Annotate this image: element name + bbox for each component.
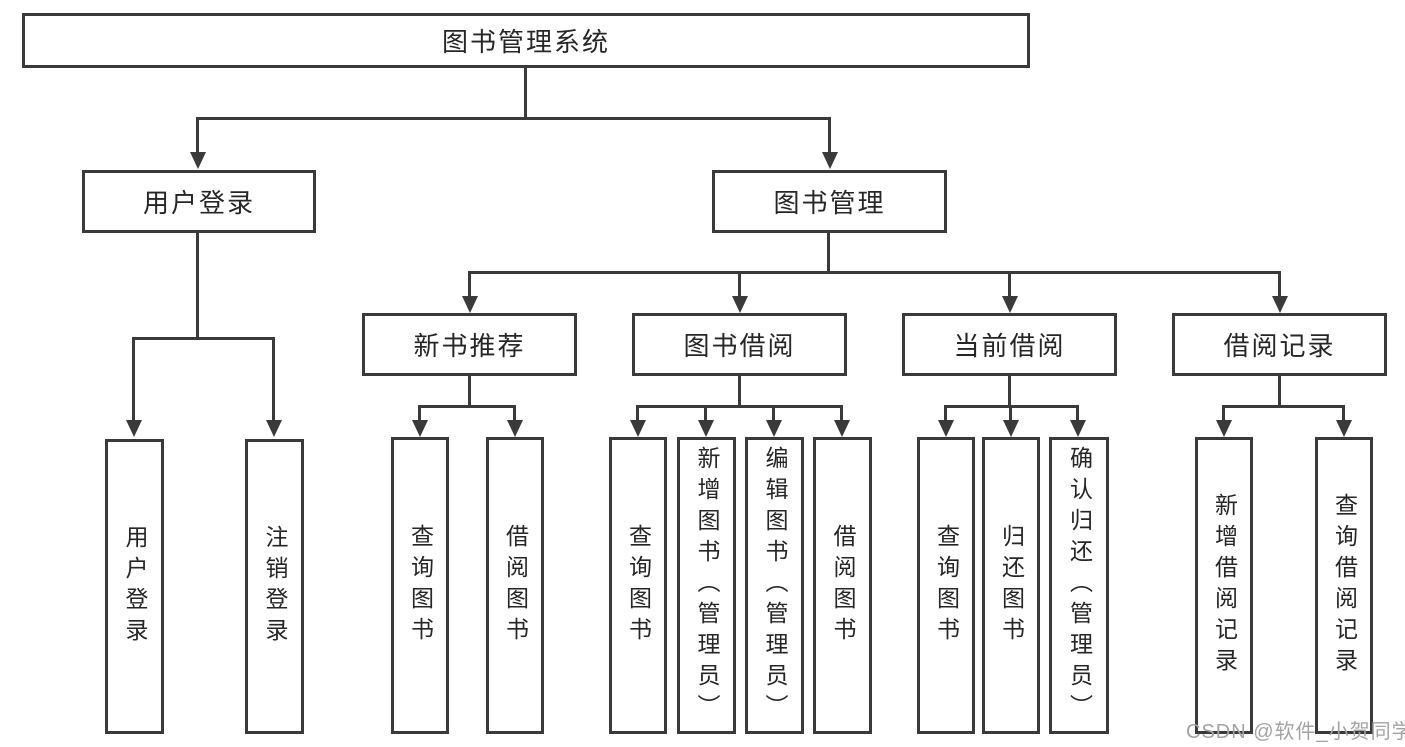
connector-drop-mgmt (828, 117, 831, 153)
arrowhead-group4 (1272, 296, 1288, 313)
leaf-borrow-books-recommend-label: 借阅图书 (502, 523, 529, 648)
connector-drop-g3l2 (1009, 405, 1012, 422)
connector-group4-stem (1278, 376, 1281, 406)
arrowhead-g1l2 (507, 420, 523, 437)
csdn-watermark: CSDN @软件_小贺同学 (1186, 721, 1405, 743)
leaf-user-login: 用户登录 (105, 439, 164, 734)
leaf-borrow-books-recommend: 借阅图书 (486, 437, 544, 734)
leaf-confirm-return-admin-label: 确认归还（管理员） (1066, 446, 1093, 725)
node-root: 图书管理系统 (22, 13, 1030, 68)
node-current-borrow-label: 当前借阅 (953, 331, 1066, 361)
leaf-borrow-books-label: 借阅图书 (830, 523, 856, 648)
node-current-borrow: 当前借阅 (902, 313, 1117, 376)
connector-drop-g2l3 (772, 405, 775, 422)
connector-drop-g1l1 (418, 405, 421, 422)
node-new-book-recommend: 新书推荐 (362, 313, 577, 376)
leaf-return-book-label: 归还图书 (998, 523, 1025, 648)
arrowhead-g3l3 (1070, 420, 1086, 437)
arrowhead-group2 (732, 296, 748, 313)
arrowhead-g3l1 (938, 420, 954, 437)
connector-group1-span (418, 405, 516, 408)
arrowhead-logout-leaf (266, 420, 282, 437)
leaf-borrow-books: 借阅图书 (813, 437, 872, 734)
leaf-add-borrow-record-label: 新增借阅记录 (1211, 492, 1238, 679)
arrowhead-g2l2 (698, 420, 714, 437)
node-borrow-records: 借阅记录 (1172, 313, 1387, 376)
node-book-borrow-label: 图书借阅 (683, 331, 796, 361)
arrowhead-g1l1 (412, 420, 428, 437)
connector-drop-group3 (1008, 271, 1011, 298)
connector-group2-stem (738, 376, 741, 406)
leaf-add-borrow-record: 新增借阅记录 (1195, 437, 1253, 734)
connector-user-span (132, 337, 275, 340)
node-book-borrow: 图书借阅 (632, 313, 847, 376)
connector-drop-g3l3 (1076, 405, 1079, 422)
connector-user-stem (196, 233, 199, 337)
leaf-confirm-return-admin: 确认归还（管理员） (1049, 437, 1109, 734)
arrowhead-g2l1 (630, 420, 646, 437)
arrowhead-g2l3 (766, 420, 782, 437)
leaf-query-books-recommend: 查询图书 (391, 437, 449, 734)
leaf-query-books-current: 查询图书 (917, 437, 975, 734)
leaf-query-books-recommend-label: 查询图书 (407, 523, 434, 648)
leaf-query-books-borrow-label: 查询图书 (625, 523, 652, 648)
connector-group2-span (636, 405, 843, 408)
arrowhead-group3 (1002, 296, 1018, 313)
connector-drop-g1l2 (513, 405, 516, 422)
connector-root-span (196, 117, 831, 120)
leaf-add-book-admin-label: 新增图书（管理员） (694, 446, 720, 725)
connector-group4-span (1222, 405, 1345, 408)
connector-drop-g2l4 (840, 405, 843, 422)
connector-drop-group1 (468, 271, 471, 298)
connector-drop-g4l1 (1222, 405, 1225, 422)
node-new-book-recommend-label: 新书推荐 (413, 331, 526, 361)
connector-drop-group2 (738, 271, 741, 298)
leaf-edit-book-admin: 编辑图书（管理员） (745, 437, 804, 734)
connector-mgmt-span (468, 271, 1281, 274)
connector-drop-group4 (1278, 271, 1281, 298)
connector-group3-stem (1008, 376, 1011, 406)
node-root-label: 图书管理系统 (441, 27, 610, 57)
leaf-user-login-label: 用户登录 (122, 524, 148, 649)
arrowhead-g4l2 (1336, 420, 1352, 437)
leaf-return-book: 归还图书 (982, 437, 1040, 734)
connector-drop-g2l2 (704, 405, 707, 422)
leaf-query-books-borrow: 查询图书 (609, 437, 667, 734)
leaf-edit-book-admin-label: 编辑图书（管理员） (762, 446, 788, 725)
node-book-management: 图书管理 (712, 170, 947, 233)
connector-drop-g4l2 (1342, 405, 1345, 422)
arrowhead-login-leaf (126, 420, 142, 437)
connector-drop-g3l1 (944, 405, 947, 422)
connector-group1-stem (468, 376, 471, 406)
arrowhead-user (190, 152, 206, 169)
node-borrow-records-label: 借阅记录 (1223, 331, 1336, 361)
leaf-query-borrow-record-label: 查询借阅记录 (1331, 492, 1358, 679)
arrowhead-mgmt (822, 152, 838, 169)
arrowhead-g3l2 (1003, 420, 1019, 437)
arrowhead-g2l4 (834, 420, 850, 437)
connector-drop-user (196, 117, 199, 153)
leaf-logout: 注销登录 (245, 439, 304, 734)
arrowhead-group1 (462, 296, 478, 313)
arrowhead-g4l1 (1216, 420, 1232, 437)
leaf-logout-label: 注销登录 (262, 524, 288, 649)
connector-drop-g2l1 (636, 405, 639, 422)
leaf-query-books-current-label: 查询图书 (933, 523, 960, 648)
connector-root-stem (524, 68, 527, 117)
node-book-management-label: 图书管理 (773, 188, 886, 218)
node-user-login: 用户登录 (82, 170, 316, 233)
leaf-add-book-admin: 新增图书（管理员） (677, 437, 736, 734)
leaf-query-borrow-record: 查询借阅记录 (1315, 437, 1373, 734)
connector-drop-login-leaf (132, 337, 135, 421)
node-user-login-label: 用户登录 (142, 188, 255, 218)
connector-drop-logout-leaf (272, 337, 275, 421)
connector-mgmt-stem (827, 233, 830, 274)
